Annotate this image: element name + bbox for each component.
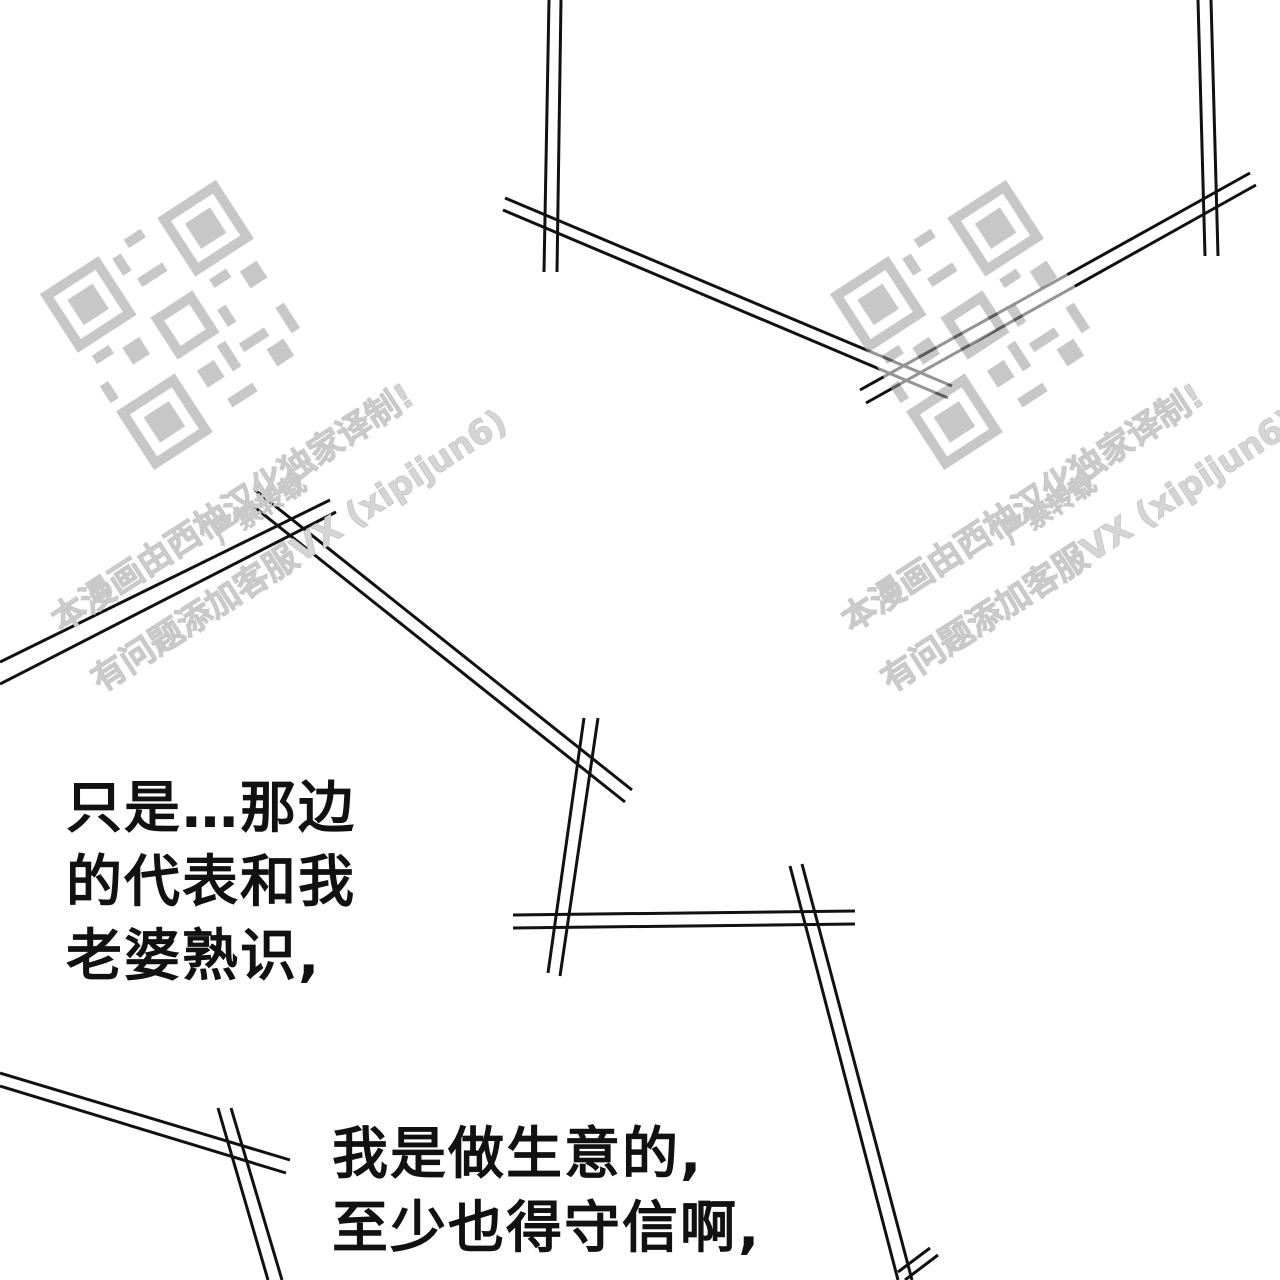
caption-line: 至少也得守信啊, (332, 1196, 762, 1261)
caption-line: 老婆熟识, (66, 924, 322, 989)
caption-line: 的代表和我 (66, 850, 356, 915)
narration-caption-1: 只是…那边 的代表和我 老婆熟识, (66, 772, 356, 994)
caption-line: 只是…那边 (66, 776, 356, 841)
caption-line: 我是做生意的, (332, 1122, 704, 1187)
narration-caption-2: 我是做生意的, 至少也得守信啊, (332, 1118, 761, 1266)
